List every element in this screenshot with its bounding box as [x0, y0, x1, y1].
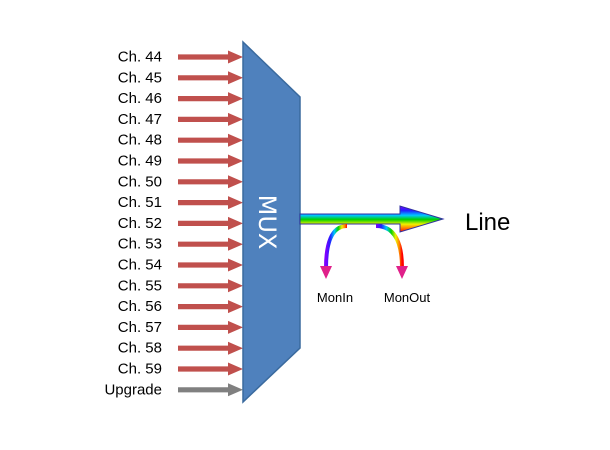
- channel-label: Ch. 45: [118, 69, 162, 86]
- mux-label: MUX: [253, 195, 281, 250]
- channel-arrow: [178, 71, 243, 85]
- monitor-out-label: MonOut: [384, 290, 431, 305]
- monitor-in-tap: [320, 224, 348, 279]
- channel-arrow: [178, 133, 243, 147]
- input-arrows: Ch. 44 Ch. 45 Ch. 46 Ch. 47 Ch. 48 Ch. 49 Ch. …: [104, 49, 243, 398]
- channel-arrow: [178, 362, 243, 376]
- channel-label: Ch. 52: [118, 215, 162, 232]
- channel-label: Ch. 59: [118, 361, 162, 378]
- channel-arrow: [178, 258, 243, 272]
- channel-arrow: [178, 50, 243, 64]
- channel-arrow: [178, 154, 243, 168]
- upgrade-arrow: [178, 383, 243, 397]
- channel-label: Ch. 46: [118, 90, 162, 107]
- channel-arrow: [178, 112, 243, 126]
- channel-arrow: [178, 196, 243, 210]
- channel-label: Ch. 58: [118, 340, 162, 357]
- upgrade-label: Upgrade: [104, 381, 162, 398]
- channel-label: Ch. 53: [118, 236, 162, 253]
- channel-label: Ch. 55: [118, 277, 162, 294]
- channel-arrow: [178, 237, 243, 251]
- channel-arrow: [178, 279, 243, 293]
- monitor-in-label: MonIn: [317, 290, 353, 305]
- output-label: Line: [465, 209, 510, 236]
- channel-label: Ch. 57: [118, 319, 162, 336]
- channel-arrow: [178, 341, 243, 355]
- channel-label: Ch. 51: [118, 194, 162, 211]
- channel-arrow: [178, 92, 243, 106]
- channel-label: Ch. 56: [118, 298, 162, 315]
- channel-label: Ch. 47: [118, 111, 162, 128]
- channel-arrow: [178, 300, 243, 314]
- channel-label: Ch. 54: [118, 257, 162, 274]
- monitor-out-tap: [375, 224, 408, 279]
- channel-label: Ch. 48: [118, 132, 162, 149]
- mux-block: [242, 40, 301, 404]
- channel-arrow: [178, 320, 243, 334]
- channel-label: Ch. 49: [118, 153, 162, 170]
- channel-arrow: [178, 216, 243, 230]
- output-arrow: [299, 205, 445, 233]
- channel-label: Ch. 44: [118, 49, 162, 66]
- channel-label: Ch. 50: [118, 173, 162, 190]
- channel-arrow: [178, 175, 243, 189]
